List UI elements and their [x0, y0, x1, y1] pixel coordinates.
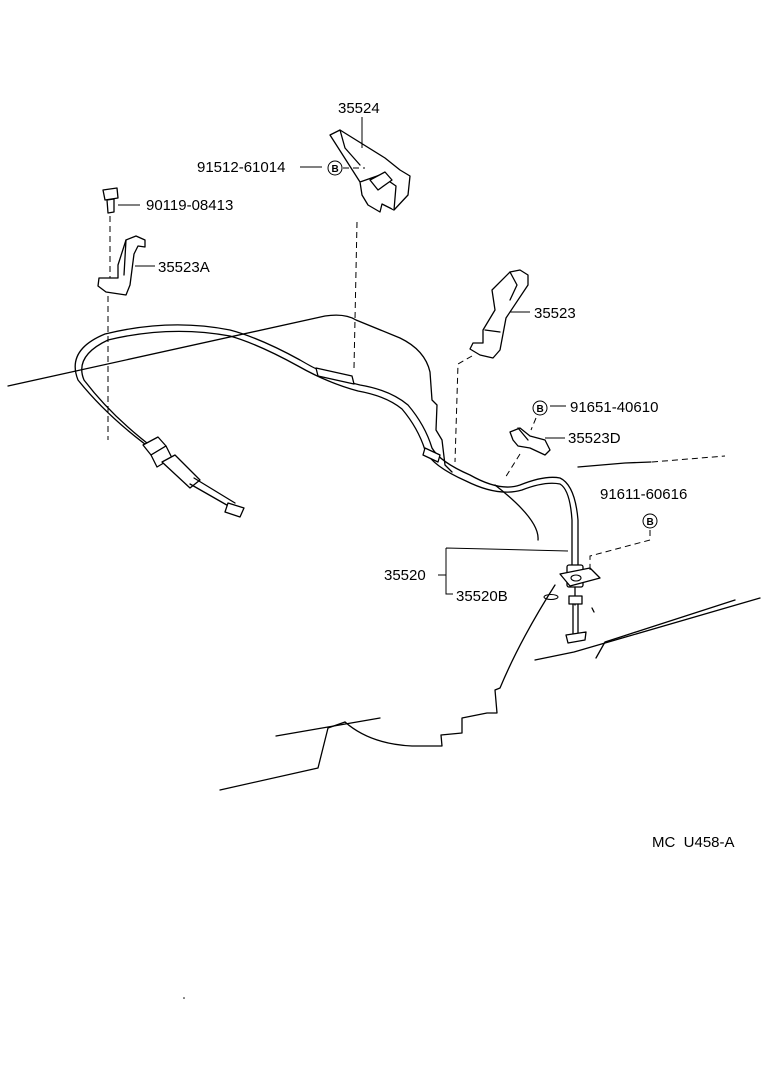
washer-b-icon-3 — [642, 513, 658, 529]
guide-35523D-down — [504, 453, 521, 479]
label-35520: 35520 — [384, 567, 426, 584]
label-91651: 91651-40610 — [570, 399, 658, 416]
release-handle — [559, 564, 601, 644]
wheel-arch-lower — [344, 584, 556, 747]
clip-35523D — [509, 427, 551, 456]
washer-b-icon-2 — [532, 400, 548, 416]
label-35520B: 35520B — [456, 588, 508, 605]
bolt-90119 — [102, 187, 119, 214]
bracket-35524 — [329, 129, 411, 213]
leader-35520-bracket — [445, 547, 569, 595]
washer-mark-2: B — [537, 404, 544, 415]
hood-release-cable-inner — [81, 330, 573, 566]
washer-b-icon — [327, 160, 343, 176]
body-panel-right-lower — [595, 599, 736, 659]
lower-sill — [275, 717, 381, 737]
stray-dot — [183, 997, 185, 999]
reference-code: MC U458-A — [652, 834, 735, 851]
wheel-arch — [494, 484, 539, 541]
bracket-35523 — [469, 269, 529, 359]
bracket-35523A — [97, 235, 146, 296]
hood-release-cable — [74, 324, 579, 566]
label-91611: 91611-60616 — [600, 486, 687, 503]
label-35523D: 35523D — [568, 430, 621, 447]
washer-mark-3: B — [647, 517, 654, 528]
guide-91651-down — [530, 417, 537, 431]
body-outline-left — [7, 314, 453, 473]
washer-mark: B — [332, 164, 339, 175]
body-line-right-top — [577, 461, 652, 468]
cable-clamp-mid — [422, 447, 441, 463]
guide-35523-down — [454, 355, 473, 463]
oring-35520B-icon — [543, 594, 559, 600]
label-35524: 35524 — [338, 100, 380, 117]
body-panel-right-lower2 — [534, 597, 761, 661]
label-35523A: 35523A — [158, 259, 210, 276]
body-line-right-dash — [651, 455, 726, 463]
label-90119: 90119-08413 — [146, 197, 233, 214]
label-91512: 91512-61014 — [197, 159, 285, 176]
lower-sill-2 — [219, 721, 346, 791]
cable-sleeve — [315, 367, 355, 385]
cable-end-fitting — [142, 436, 245, 518]
guide-35524-down — [353, 221, 358, 369]
guide-91611 — [589, 530, 651, 570]
label-35523: 35523 — [534, 305, 576, 322]
